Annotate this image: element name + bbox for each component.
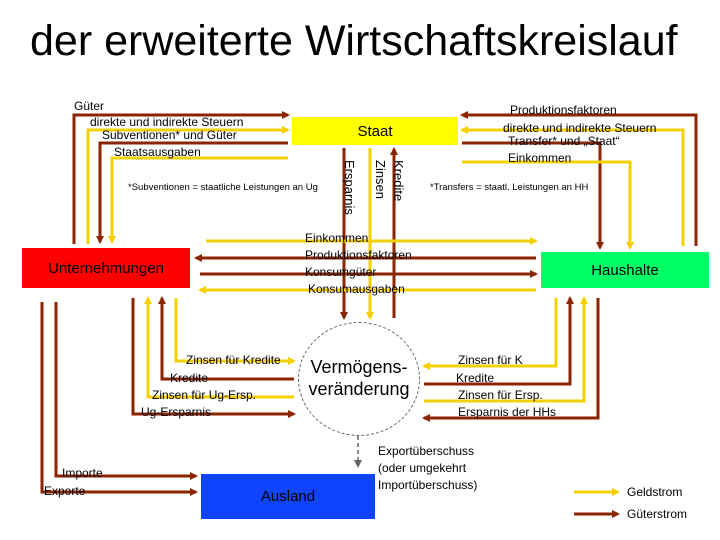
zinsen-ersp-arrow: [424, 296, 588, 403]
label-zinsen-ersp: Zinsen für Ersp.: [458, 388, 543, 402]
einkommen-right-arrow: [462, 160, 634, 250]
label-steuern-left: direkte und indirekte Steuern: [90, 115, 244, 129]
note-subventionen: *Subventionen = staatliche Leistungen an…: [128, 182, 318, 193]
transfer-arrow: [462, 141, 604, 250]
produktionsfaktoren-to-staat-arrow: [460, 111, 698, 246]
steuern-right-arrow: [460, 126, 685, 246]
label-einkommen-right: Einkommen: [508, 151, 572, 165]
ersparnis-hh-arrow: [422, 298, 600, 422]
label-export-1: Exportüberschuss: [378, 444, 475, 458]
label-konsumgueter: Konsumgüter: [305, 265, 377, 279]
label-importe: Importe: [62, 466, 103, 480]
subventionen-arrow: [96, 141, 288, 244]
label-konsumausgaben: Konsumausgaben: [308, 282, 405, 296]
label-produktionsfaktoren-right: Produktionsfaktoren: [510, 103, 617, 117]
zinsen-kredite-arrow: [174, 298, 296, 365]
label-kredite-left: Kredite: [170, 371, 209, 385]
label-zinsen-vertical: Zinsen: [373, 160, 388, 200]
label-gueter: Güter: [74, 99, 105, 113]
label-produktionsfaktoren-mid: Produktionsfaktoren: [305, 248, 412, 262]
vermoegensveraenderung-circle: Vermögens-veränderung: [298, 322, 420, 436]
legend-geldstrom: Geldstrom: [627, 485, 683, 499]
page-title: der erweiterte Wirtschaftskreislauf: [30, 17, 678, 65]
label-staatsausgaben: Staatsausgaben: [114, 145, 201, 159]
label-ersparnis-vertical: Ersparnis: [342, 160, 357, 215]
label-kredite-right: Kredite: [456, 371, 495, 385]
label-export-3: Importüberschuss): [378, 478, 478, 492]
gueter-to-staat-arrow: [72, 111, 290, 244]
note-transfers: *Transfers = staatl. Leistungen an HH: [430, 182, 589, 193]
label-zinsen-k: Zinsen für K: [458, 353, 523, 367]
ug-ersparnis-arrow: [131, 298, 296, 418]
label-exporte: Exporte: [44, 484, 86, 498]
label-steuern-right: direkte und indirekte Steuern: [503, 121, 657, 135]
zinsen-ug-arrow: [144, 296, 294, 399]
label-zinsen-ug: Zinsen für Ug-Ersp.: [152, 388, 257, 402]
exporte-arrow: [54, 302, 198, 480]
label-export-2: (oder umgekehrt: [378, 461, 467, 475]
zinsen-k-arrow: [422, 298, 558, 370]
label-kredite-vertical: Kredite: [391, 160, 406, 202]
label-subventionen: Subventionen* und Güter: [102, 128, 237, 142]
label-transfer: Transfer* und „Staat“: [508, 134, 620, 148]
label-ersparnis-hh: Ersparnis der HHs: [458, 405, 557, 419]
label-zinsen-kredite: Zinsen für Kredite: [186, 353, 281, 367]
label-ug-ersparnis: Ug-Ersparnis: [141, 405, 212, 419]
staatsausgaben-arrow: [108, 156, 288, 244]
ausland-box: Ausland: [201, 474, 375, 519]
haushalte-box: Haushalte: [541, 252, 709, 288]
legend-gueterstrom: Güterstrom: [627, 507, 688, 521]
steuern-left-arrow: [86, 126, 290, 244]
kredite-left-arrow: [158, 296, 294, 381]
unternehmungen-box: Unternehmungen: [22, 248, 190, 288]
label-einkommen-mid: Einkommen: [305, 231, 369, 245]
importe-arrow: [40, 302, 198, 496]
staat-box: Staat: [292, 117, 458, 145]
kredite-right-arrow: [424, 296, 574, 386]
